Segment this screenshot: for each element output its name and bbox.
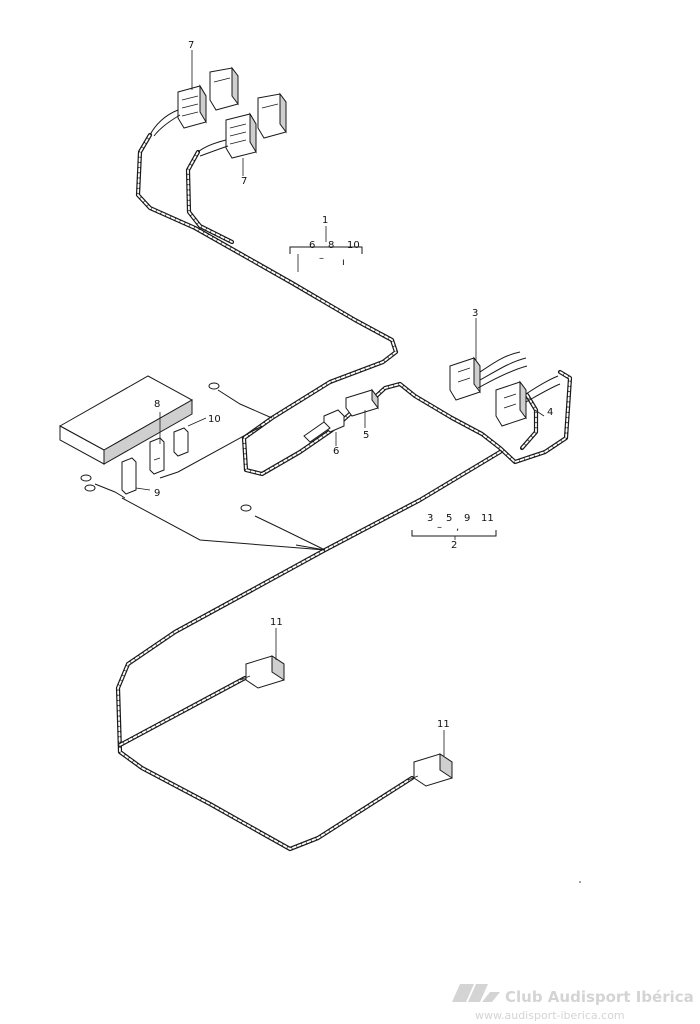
watermark-url: www.audisport-iberica.com <box>475 1009 625 1022</box>
connector-11-lower <box>407 753 453 787</box>
callout-9: 9 <box>154 488 160 499</box>
group-1-item-a: 6 <box>309 240 315 251</box>
callout-2: 2 <box>451 540 457 551</box>
callout-7-bottom: 7 <box>241 176 247 187</box>
connector-11-upper <box>239 655 285 689</box>
callout-11-upper: 11 <box>270 617 283 628</box>
callout-1: 1 <box>322 215 328 226</box>
watermark-title: Club Audisport Ibérica <box>505 988 694 1006</box>
group-2-item-d: 11 <box>481 513 494 524</box>
group-2-item-b: 5 <box>446 513 452 524</box>
callout-8: 8 <box>154 399 160 410</box>
relay-10 <box>173 427 189 457</box>
group-1-labels: 6 8 10 – ı <box>309 240 360 268</box>
ground-wires <box>94 389 326 551</box>
group-2-item-c: 9 <box>464 513 470 524</box>
callout-7-top: 7 <box>188 40 194 51</box>
ground-eyelets <box>80 382 252 512</box>
relay-9-b <box>121 457 137 495</box>
relay-7-upper <box>149 66 239 137</box>
group-2-sep-dash: – <box>437 522 442 533</box>
group-bracket-2 <box>411 530 497 540</box>
upper-harness <box>135 132 573 477</box>
group-1-item-b: 8 <box>328 240 334 251</box>
group-2-labels: 3 5 9 11 – , <box>427 513 494 533</box>
callout-11-lower: 11 <box>437 719 450 730</box>
group-2-item-a: 3 <box>427 513 433 524</box>
lower-harness <box>115 449 503 852</box>
relay-7-lower <box>197 92 287 159</box>
callout-3: 3 <box>472 308 478 319</box>
relay-9-a <box>149 437 165 475</box>
callout-4: 4 <box>547 407 553 418</box>
group-1-sep-dash: – <box>319 253 324 264</box>
connector-6 <box>303 409 345 443</box>
callout-6: 6 <box>333 446 339 457</box>
connector-5 <box>345 388 379 417</box>
watermark: Club Audisport Ibérica www.audisport-ibe… <box>452 984 694 1022</box>
group-1-sep-bar: ı <box>342 257 345 268</box>
watermark-logo-icon <box>452 984 500 1002</box>
connector-3 <box>449 351 528 401</box>
group-2-sep-comma: , <box>456 522 459 533</box>
group-bracket-1 <box>289 226 363 272</box>
callout-10: 10 <box>208 414 221 425</box>
connector-4 <box>495 375 561 427</box>
control-unit-8 <box>58 375 194 465</box>
callout-5: 5 <box>363 430 369 441</box>
group-1-item-c: 10 <box>347 240 360 251</box>
